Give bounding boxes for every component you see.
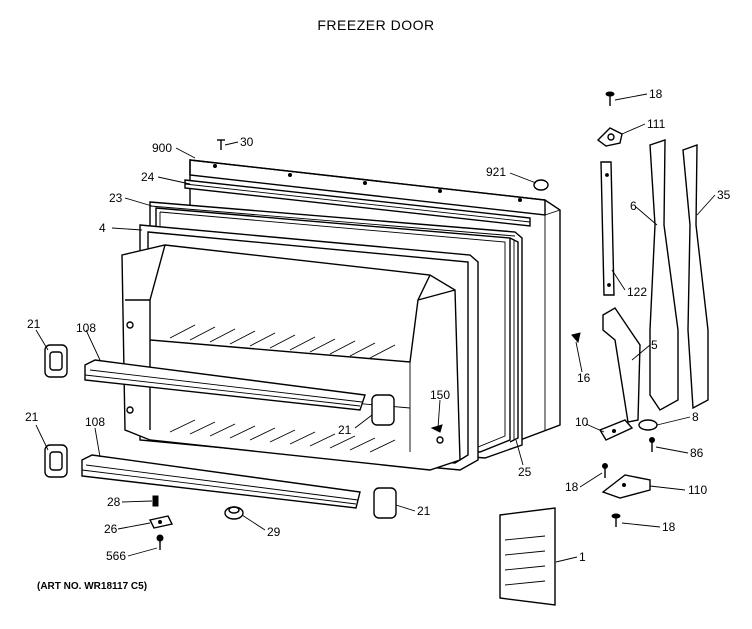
shelf-end-cap-left-upper — [44, 344, 68, 378]
callout-86-screw: 86 — [690, 446, 704, 460]
callout-35-strip: 35 — [717, 188, 731, 202]
callout-8-cap: 8 — [692, 410, 699, 424]
callout-leader-lines — [35, 93, 716, 563]
screw-150 — [430, 424, 443, 433]
shelf-end-cap-lower-right — [373, 487, 397, 519]
callout-16-screw: 16 — [577, 371, 591, 385]
inner-door-liner — [121, 244, 461, 471]
callout-21-cap-bottom: 21 — [417, 504, 431, 518]
callout-25-breaker-strip: 25 — [518, 465, 532, 479]
callout-122-bar: 122 — [627, 285, 648, 299]
callout-150-screw: 150 — [430, 388, 451, 402]
callout-23-gasket: 23 — [109, 191, 123, 205]
instruction-booklet — [499, 507, 556, 606]
upper-shelf-bar — [84, 359, 366, 411]
callout-6-trim: 6 — [630, 199, 637, 213]
callout-21-cap-lower: 21 — [25, 410, 39, 424]
callout-26-part: 26 — [104, 522, 118, 536]
top-channel — [184, 179, 531, 227]
screw-30 — [217, 139, 225, 150]
callout-18-bottom-screw: 18 — [662, 520, 676, 534]
callout-921-plug: 921 — [486, 165, 507, 179]
callout-21-cap-upper: 21 — [27, 317, 41, 331]
callout-28-part: 28 — [107, 495, 121, 509]
callout-900-outer-door: 900 — [152, 141, 173, 155]
callout-5-hinge-bracket: 5 — [651, 338, 658, 352]
callout-108-upper-bar: 108 — [76, 321, 97, 335]
callout-24-channel: 24 — [141, 170, 155, 184]
callout-566-part: 566 — [106, 549, 127, 563]
callout-18-mid-screw: 18 — [565, 480, 579, 494]
door-button — [224, 506, 244, 520]
lower-shelf-bar — [81, 454, 361, 509]
shelf-end-cap-inner — [371, 394, 395, 426]
hinge-hardware — [571, 91, 709, 527]
callout-21-cap-inner: 21 — [338, 423, 352, 437]
callout-18-top-screw: 18 — [649, 87, 663, 101]
diagram-title: FREEZER DOOR — [317, 17, 435, 33]
callout-4-liner: 4 — [99, 221, 106, 235]
callout-30-screw: 30 — [240, 135, 254, 149]
breaker-strip — [509, 237, 519, 443]
plug-button — [533, 179, 549, 191]
callout-1-booklet: 1 — [579, 550, 586, 564]
callout-108-lower-bar: 108 — [85, 415, 106, 429]
small-hardware-parts — [148, 495, 174, 550]
callout-111-cam: 111 — [647, 117, 666, 131]
shelf-end-cap-left-lower — [44, 444, 68, 478]
art-number: (ART NO. WR18117 C5) — [37, 581, 148, 592]
callout-29-button: 29 — [267, 525, 281, 539]
callout-10-hinge-plate: 10 — [575, 415, 589, 429]
callout-110-lower-hinge: 110 — [688, 483, 708, 497]
